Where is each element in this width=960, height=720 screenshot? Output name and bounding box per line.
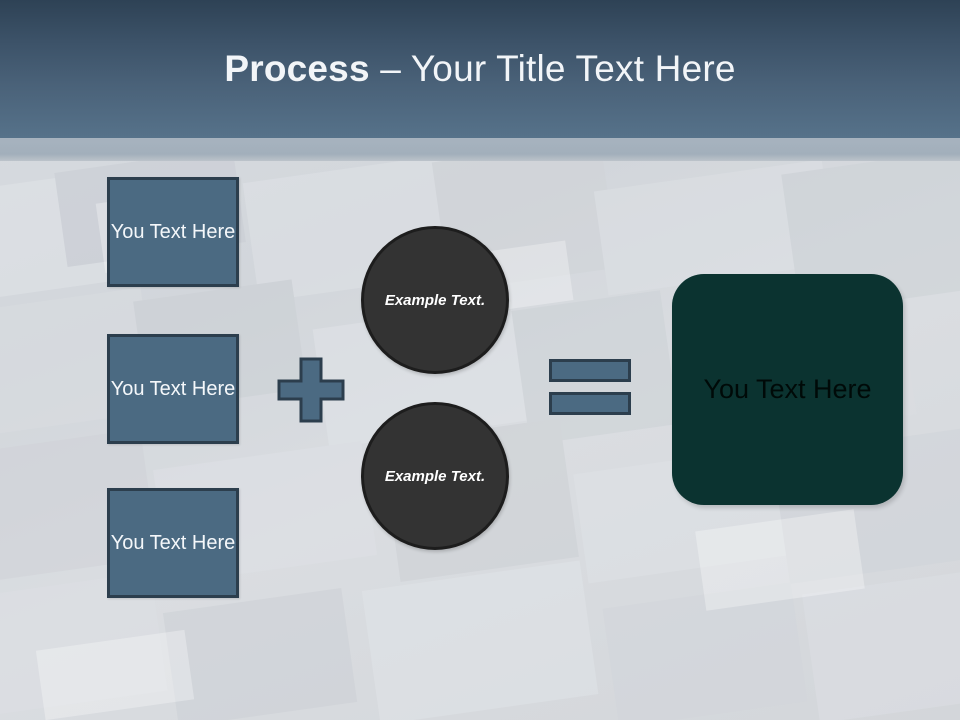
result-box[interactable]: You Text Here [672,274,903,505]
equals-icon-bar-top [549,359,631,382]
page-title: Process – Your Title Text Here [0,46,960,92]
input-box-2[interactable]: You Text Here [107,334,239,444]
input-box-3[interactable]: You Text Here [107,488,239,598]
header-divider-strip [0,138,960,161]
plus-icon-shape [277,357,345,423]
input-box-1-label: You Text Here [110,220,236,243]
equals-icon-bar-bottom [549,392,631,415]
page-title-bold: Process [224,48,370,89]
example-circle-2[interactable]: Example Text. [361,402,509,550]
equals-icon [549,359,631,417]
input-box-2-label: You Text Here [110,377,236,400]
plus-icon [277,357,345,423]
header-band [0,0,960,138]
example-circle-1[interactable]: Example Text. [361,226,509,374]
input-box-1[interactable]: You Text Here [107,177,239,287]
example-circle-2-label: Example Text. [384,467,486,485]
input-box-3-label: You Text Here [110,531,236,554]
example-circle-1-label: Example Text. [384,291,486,309]
result-box-label: You Text Here [703,374,872,404]
page-title-rest: – Your Title Text Here [369,48,736,89]
